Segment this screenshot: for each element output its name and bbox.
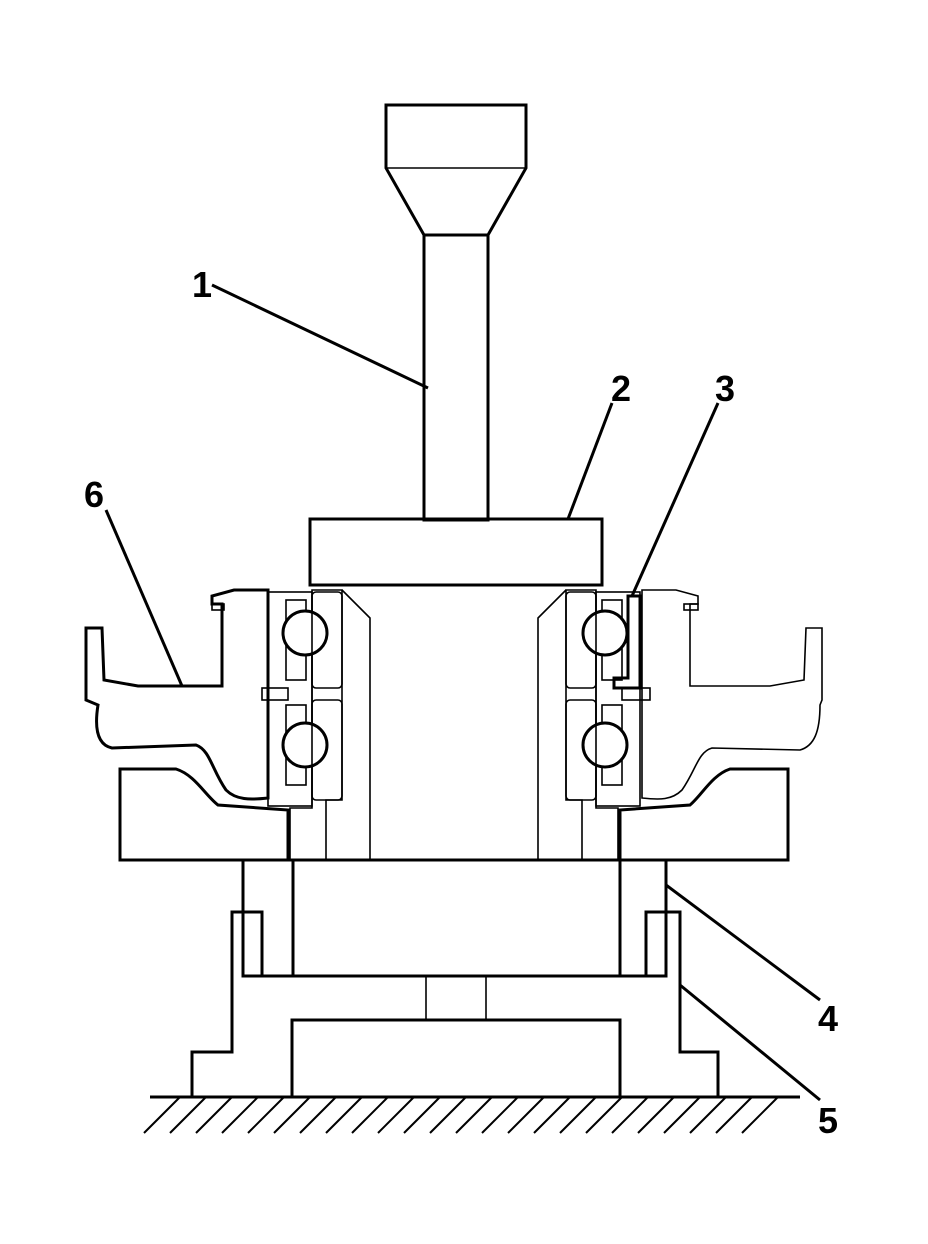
ground-hatch-line (689, 1096, 727, 1134)
wheel-bearing-left (261, 591, 343, 807)
ground-hatch-line (663, 1096, 701, 1134)
pressing-plate (308, 517, 604, 587)
ground-hatch-line (481, 1096, 519, 1134)
support-fixture (190, 910, 720, 1099)
leader-lines (104, 283, 821, 1102)
support-sleeve (241, 858, 668, 978)
callout-2: 2 (611, 368, 631, 409)
steering-knuckle-left (84, 588, 270, 801)
callout-4: 4 (818, 998, 838, 1039)
ground-hatch-line (715, 1096, 753, 1134)
ground-hatch-line (403, 1096, 441, 1134)
ground-hatch-line (143, 1096, 181, 1134)
ground-hatch-line (611, 1096, 649, 1134)
ground-hatch-line (507, 1096, 545, 1134)
ground-hatch-line (273, 1096, 311, 1134)
ground-hatch-line (221, 1096, 259, 1134)
ground-hatch-line (247, 1096, 285, 1134)
ground-hatch-line (429, 1096, 467, 1134)
ground-hatch-line (351, 1096, 389, 1134)
ground-hatch-line (585, 1096, 623, 1134)
bearing-retainer (612, 594, 642, 690)
ground-hatch-line (741, 1096, 779, 1134)
ground-hatch-line (325, 1096, 363, 1134)
ground-hatch-line (559, 1096, 597, 1134)
ground-hatch-line (637, 1096, 675, 1134)
ground-hatch-line (169, 1096, 207, 1134)
fixture-center-seam (425, 976, 487, 1020)
ground-hatch-line (533, 1096, 571, 1134)
ground-hatch-line (377, 1096, 415, 1134)
ground-hatch-line (299, 1096, 337, 1134)
wheel-bearing-right (565, 591, 651, 807)
steering-knuckle-right (641, 589, 823, 800)
ground-hatch-line (195, 1096, 233, 1134)
callout-6: 6 (84, 474, 104, 515)
callout-1: 1 (192, 264, 212, 305)
press-ram (384, 103, 528, 522)
ground-surface (143, 1095, 800, 1134)
callout-5: 5 (818, 1100, 838, 1141)
ground-hatch-line (455, 1096, 493, 1134)
callout-3: 3 (715, 368, 735, 409)
hub-sleeve (289, 589, 619, 861)
